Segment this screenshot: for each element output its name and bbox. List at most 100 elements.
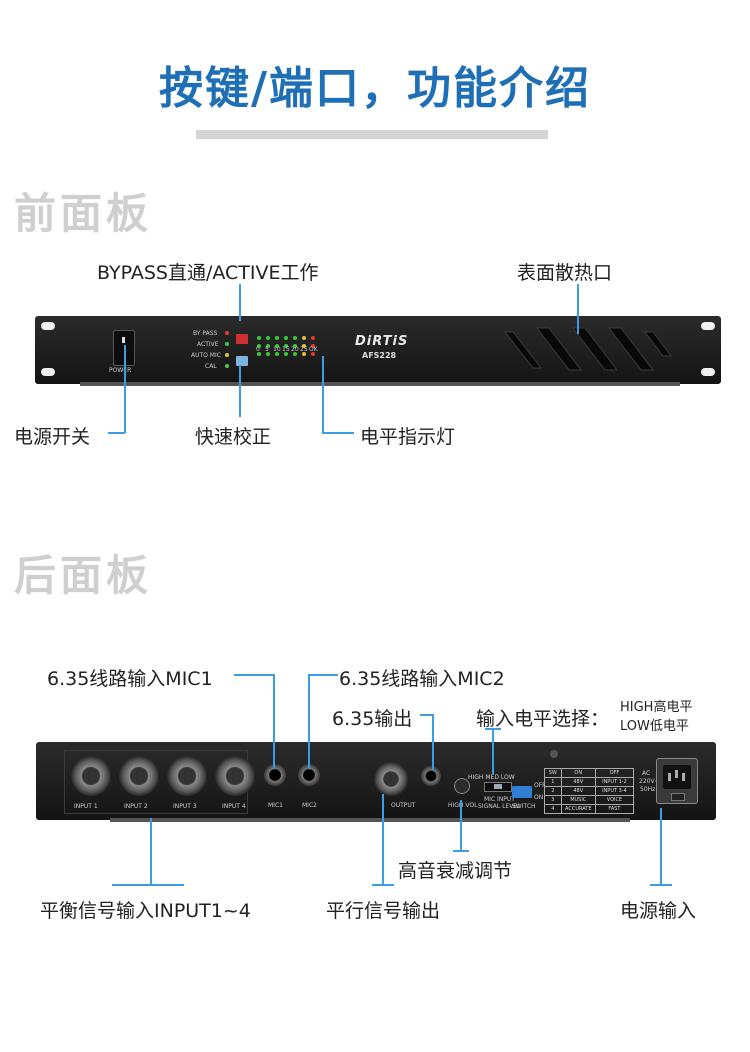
power-socket[interactable] bbox=[656, 758, 698, 804]
xlr-input-3[interactable] bbox=[167, 756, 207, 796]
automic-led bbox=[225, 353, 229, 357]
bypass-led bbox=[225, 331, 229, 335]
leader-line bbox=[234, 674, 274, 676]
page-title: 按键/端口，功能介绍 bbox=[158, 63, 592, 114]
meter-scale: 5 bbox=[265, 346, 269, 353]
label-level-indicator: 电平指示灯 bbox=[360, 426, 456, 448]
meter-scale: OK bbox=[309, 346, 318, 353]
label-bypass: BYPASS直通/ACTIVE工作 bbox=[97, 262, 319, 284]
xlr-input-2[interactable] bbox=[119, 756, 159, 796]
leader-line bbox=[322, 432, 354, 434]
label-mic2: 6.35线路输入MIC2 bbox=[339, 668, 505, 690]
meter-scale: 15 bbox=[282, 346, 290, 353]
mode-label: ACTIVE bbox=[197, 341, 219, 348]
leader-line bbox=[308, 674, 310, 769]
table-row: 4 ACCURATE FAST bbox=[544, 805, 634, 814]
table-row: 1 48V INPUT 1-2 bbox=[544, 778, 634, 787]
active-led bbox=[225, 342, 229, 346]
settings-table: SW ON OFF 1 48V INPUT 1-2 2 48V INPUT 3-… bbox=[544, 768, 634, 814]
leader-line bbox=[273, 674, 275, 769]
rear-panel-heading: 后面板 bbox=[14, 551, 153, 600]
level-marks: HIGH MED LOW bbox=[468, 774, 515, 781]
rack-hole bbox=[41, 368, 55, 376]
freq-text: 50Hz bbox=[640, 786, 656, 793]
leader-line bbox=[322, 356, 324, 433]
model-name: AFS228 bbox=[362, 351, 397, 360]
leader-line bbox=[420, 714, 434, 716]
input-label: INPUT 4 bbox=[222, 803, 246, 810]
front-panel-device: POWER BY PASS ACTIVE AUTO MIC CAL 0 5 10… bbox=[35, 316, 721, 384]
vent-slots bbox=[503, 327, 672, 371]
mic1-jack[interactable] bbox=[264, 764, 286, 786]
rear-panel-device: INPUT 1 INPUT 2 INPUT 3 INPUT 4 MIC1 MIC… bbox=[36, 742, 716, 820]
xlr-input-4[interactable] bbox=[215, 756, 255, 796]
signal-level-text: SIGNAL LEVEL bbox=[478, 803, 521, 810]
label-mic1: 6.35线路输入MIC1 bbox=[47, 668, 213, 690]
mic2-jack[interactable] bbox=[298, 764, 320, 786]
mode-label: CAL bbox=[205, 363, 217, 370]
high-vol-text: HIGH VOL bbox=[448, 802, 478, 809]
leader-line bbox=[239, 284, 241, 321]
voltage-text: 220V~ bbox=[639, 778, 660, 785]
leader-line bbox=[108, 432, 125, 434]
output-jack[interactable] bbox=[421, 766, 441, 786]
leader-line bbox=[460, 800, 462, 850]
leader-line bbox=[577, 284, 579, 334]
off-text: OFF bbox=[534, 782, 546, 789]
label-treble-attenuation: 高音衰减调节 bbox=[398, 860, 513, 882]
xlr-output[interactable] bbox=[374, 762, 408, 796]
label-high-level: HIGH高电平 bbox=[620, 700, 693, 715]
meter-scale: 25 bbox=[300, 346, 308, 353]
signal-level-switch[interactable] bbox=[484, 782, 512, 792]
switch-text: SWITCH bbox=[512, 803, 536, 810]
dip-switch[interactable] bbox=[512, 786, 532, 798]
table-row: 3 MUSIC VOICE bbox=[544, 796, 634, 805]
label-quick-cal: 快速校正 bbox=[195, 426, 272, 448]
xlr-input-1[interactable] bbox=[71, 756, 111, 796]
label-power-input: 电源输入 bbox=[620, 900, 697, 922]
leader-line bbox=[150, 818, 152, 884]
mic-input-text: MIC INPUT bbox=[484, 796, 515, 803]
on-text: ON bbox=[534, 794, 544, 801]
front-panel-heading: 前面板 bbox=[14, 189, 153, 238]
power-switch-mark bbox=[122, 337, 125, 343]
input-label: INPUT 3 bbox=[173, 803, 197, 810]
label-input-level: 输入电平选择： bbox=[476, 708, 610, 730]
rear-feet bbox=[110, 818, 630, 822]
leader-line bbox=[660, 808, 662, 884]
leader-line bbox=[453, 850, 469, 852]
cal-button[interactable] bbox=[236, 356, 248, 366]
rack-hole bbox=[41, 322, 55, 330]
input-label: INPUT 2 bbox=[124, 803, 148, 810]
ac-text: AC bbox=[642, 770, 651, 777]
leader-line bbox=[308, 674, 338, 676]
table-row: 2 48V INPUT 3-4 bbox=[544, 787, 634, 796]
front-feet bbox=[80, 382, 680, 386]
ground-screw bbox=[550, 750, 558, 758]
label-vent: 表面散热口 bbox=[517, 262, 613, 284]
leader-line bbox=[382, 794, 384, 886]
leader-line bbox=[432, 714, 434, 770]
meter-scale: 0 bbox=[256, 346, 260, 353]
leader-line bbox=[650, 884, 672, 886]
leader-line bbox=[492, 728, 494, 774]
leader-line bbox=[485, 728, 501, 730]
brand-logo: DiRTiS bbox=[355, 334, 409, 349]
label-635-output: 6.35输出 bbox=[332, 708, 413, 730]
bypass-button[interactable] bbox=[236, 334, 248, 344]
label-power-switch: 电源开关 bbox=[14, 426, 91, 448]
mode-label: BY PASS bbox=[193, 330, 218, 337]
label-balanced-input: 平衡信号输入INPUT1~4 bbox=[40, 900, 251, 922]
mode-label: AUTO MIC bbox=[191, 352, 221, 359]
rack-hole bbox=[701, 322, 715, 330]
cal-led bbox=[225, 364, 229, 368]
title-underline bbox=[196, 130, 548, 139]
leader-line bbox=[239, 365, 241, 417]
rack-hole bbox=[701, 368, 715, 376]
leader-line bbox=[372, 884, 394, 886]
label-low-level: LOW低电平 bbox=[620, 719, 689, 734]
mic2-text: MIC2 bbox=[302, 802, 317, 809]
power-text: POWER bbox=[109, 367, 132, 374]
treble-knob[interactable] bbox=[454, 778, 470, 794]
leader-line bbox=[124, 345, 126, 433]
